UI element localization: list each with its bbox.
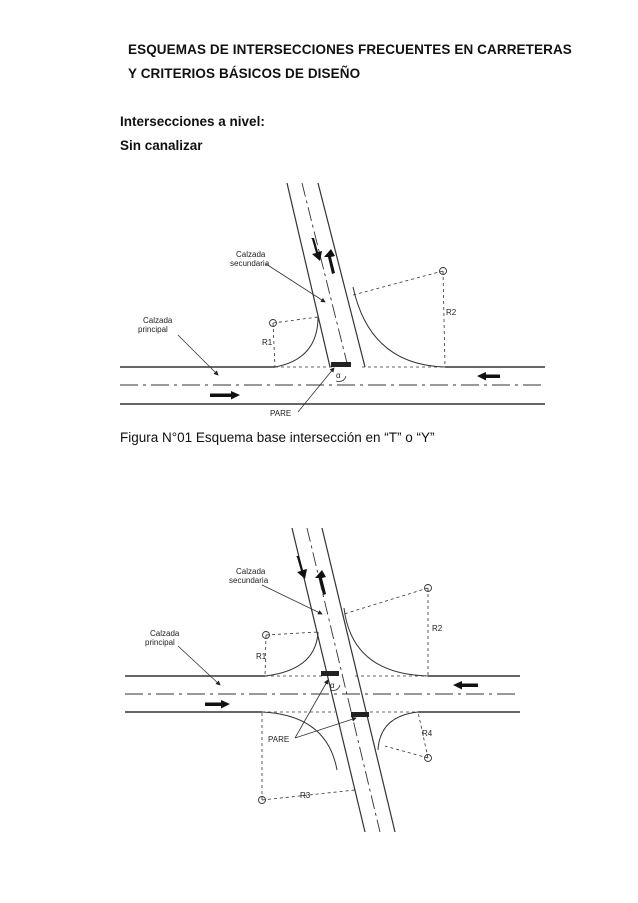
figure-t-intersection: Calzada secundaria Calzada principal R1 … bbox=[120, 182, 545, 418]
arrow-left-icon bbox=[477, 372, 500, 381]
figure1-caption: Figura N°01 Esquema base intersección en… bbox=[120, 430, 435, 445]
label-r2: R2 bbox=[446, 308, 457, 317]
label-calzada-secundaria-2: secundaria bbox=[230, 259, 270, 268]
secondary-road-left-edge bbox=[286, 182, 331, 368]
label-calzada-secundaria-1: Calzada bbox=[236, 250, 266, 259]
document-title-line1: ESQUEMAS DE INTERSECCIONES FRECUENTES EN… bbox=[128, 42, 572, 57]
figure-cross-intersection: Calzada secundaria Calzada principal R1 … bbox=[125, 527, 520, 833]
section-heading: Intersecciones a nivel: bbox=[120, 114, 265, 129]
arrow-right-icon bbox=[210, 391, 240, 400]
fig2-label-r1: R1 bbox=[256, 652, 267, 661]
fig2-label-r3: R3 bbox=[300, 791, 311, 800]
fig2-label-r4: R4 bbox=[422, 729, 433, 738]
r2-center-point bbox=[439, 267, 447, 275]
fig2-label-pare: PARE bbox=[268, 735, 289, 744]
fig2-label-calzada-principal-2: principal bbox=[145, 638, 175, 647]
label-alpha: α bbox=[336, 371, 341, 380]
label-calzada-principal-2: principal bbox=[138, 325, 168, 334]
curb-return-r2 bbox=[352, 286, 446, 368]
document-title-line2: Y CRITERIOS BÁSICOS DE DISEÑO bbox=[128, 66, 361, 81]
r1-center-point bbox=[269, 319, 277, 327]
fig2-label-calzada-secundaria-1: Calzada bbox=[236, 567, 266, 576]
fig2-label-calzada-secundaria-2: secundaria bbox=[229, 576, 269, 585]
curb-return-r1 bbox=[274, 316, 319, 368]
subsection-heading: Sin canalizar bbox=[120, 138, 203, 153]
secondary-road-centerline bbox=[301, 182, 349, 368]
fig2-label-r2: R2 bbox=[432, 624, 443, 633]
arrow-up-icon bbox=[324, 249, 335, 274]
arrow-down-icon bbox=[311, 238, 322, 261]
fig2-label-calzada-principal-1: Calzada bbox=[150, 629, 180, 638]
stop-bar bbox=[331, 362, 351, 367]
label-r1: R1 bbox=[262, 338, 273, 347]
label-pare: PARE bbox=[270, 409, 291, 418]
fig2-label-alpha: α bbox=[330, 681, 335, 690]
label-calzada-principal-1: Calzada bbox=[143, 316, 173, 325]
